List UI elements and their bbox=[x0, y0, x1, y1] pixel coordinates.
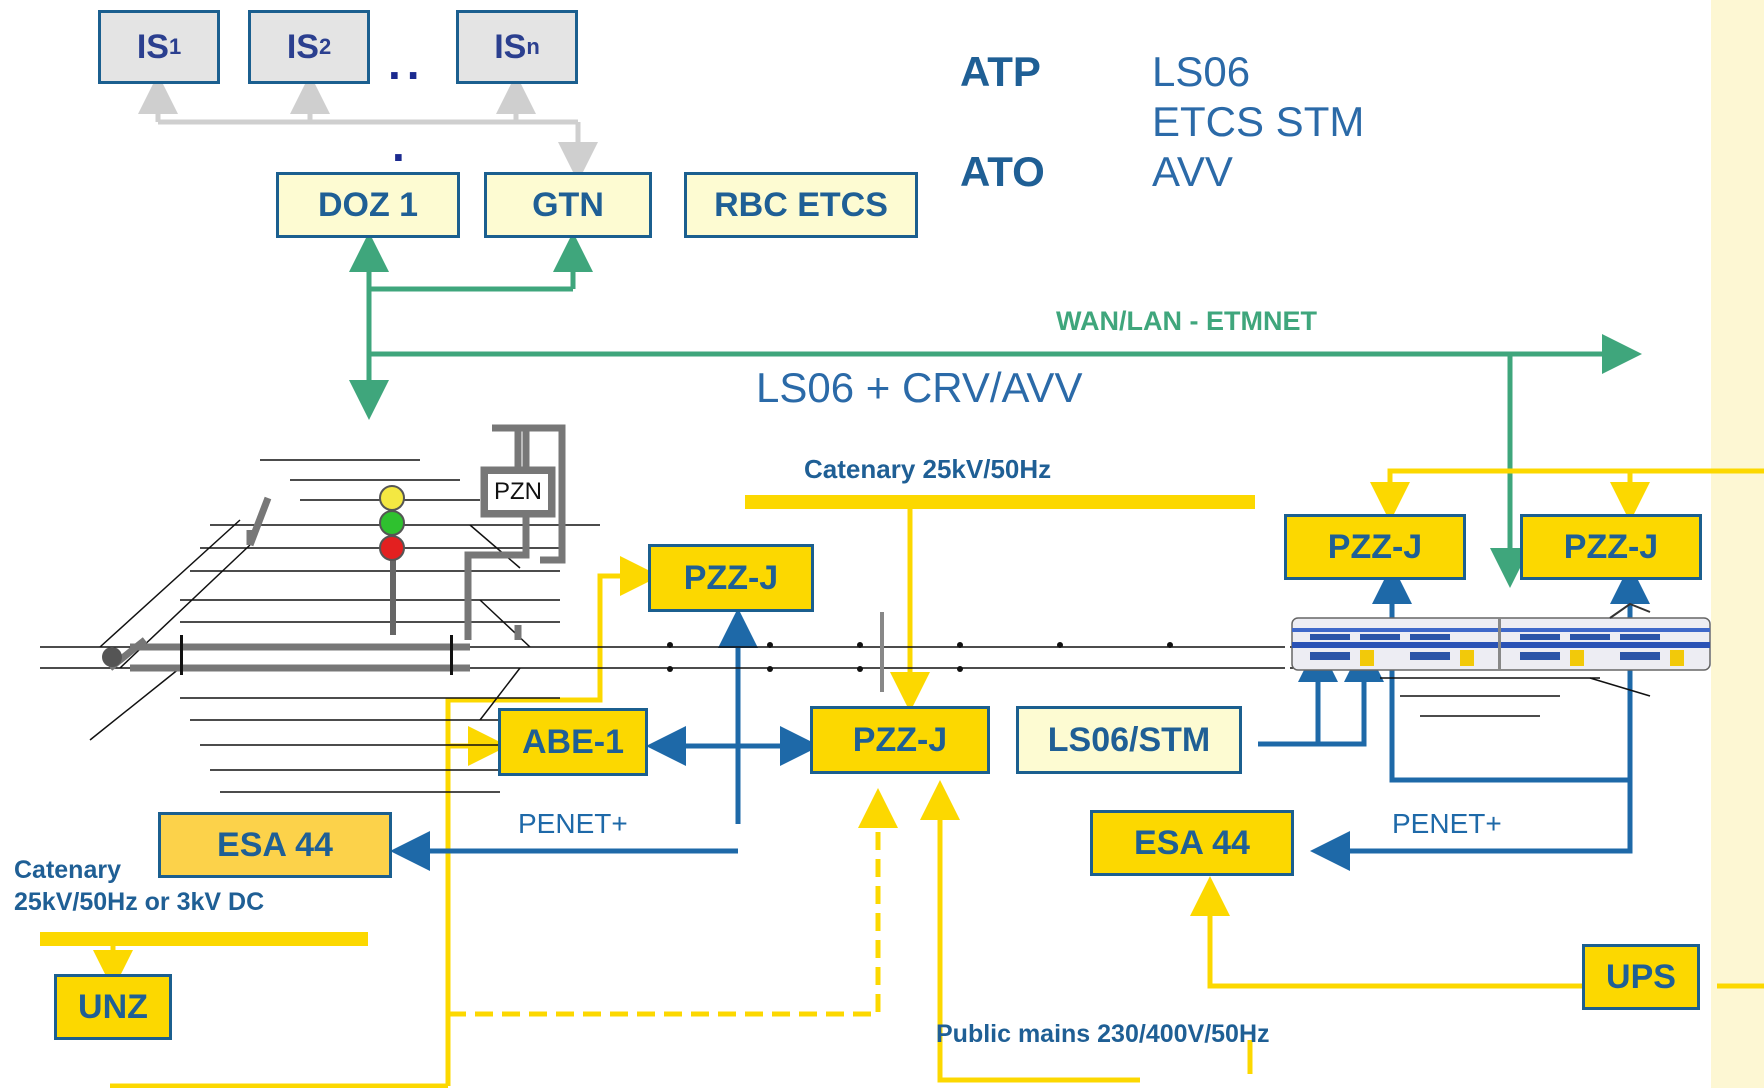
catenary-left-label-2: 25kV/50Hz or 3kV DC bbox=[14, 888, 265, 916]
esa-44-right-box[interactable]: ESA 44 bbox=[1090, 810, 1294, 876]
is-ellipsis-dot: . bbox=[392, 119, 405, 171]
ls06-crv-avv-label: LS06 + CRV/AVV bbox=[756, 364, 1083, 411]
esa-44-left-label: ESA 44 bbox=[217, 825, 333, 864]
is-2-label: IS bbox=[286, 27, 319, 66]
esa-44-left-box[interactable]: ESA 44 bbox=[158, 812, 392, 878]
ups-label: UPS bbox=[1606, 957, 1676, 996]
catenary-left-label-1: Catenary bbox=[14, 856, 121, 884]
doz-1-box[interactable]: DOZ 1 bbox=[276, 172, 460, 238]
doz-1-label: DOZ 1 bbox=[317, 185, 419, 224]
ato-value: AVV bbox=[1152, 148, 1233, 195]
is-links bbox=[138, 74, 598, 182]
pzz-j-left-top-box[interactable]: PZZ-J bbox=[648, 544, 814, 612]
station-turntable bbox=[102, 647, 122, 667]
pzz-j-center-label: PZZ-J bbox=[852, 720, 948, 759]
right-margin-panel bbox=[1711, 0, 1764, 1088]
train-icon bbox=[1291, 602, 1711, 671]
data-lines bbox=[390, 564, 1650, 871]
pzz-j-right-1-box[interactable]: PZZ-J bbox=[1284, 514, 1466, 580]
signal-heads bbox=[180, 612, 884, 692]
pzz-j-center-box[interactable]: PZZ-J bbox=[810, 706, 990, 774]
penet-left-label: PENET+ bbox=[518, 808, 628, 839]
is-1-label: IS bbox=[136, 27, 169, 66]
wan-lan-label: WAN/LAN - ETMNET bbox=[1056, 306, 1317, 336]
traffic-signal-icon bbox=[379, 485, 405, 635]
pzz-j-right-2-box[interactable]: PZZ-J bbox=[1520, 514, 1702, 580]
pzz-j-right-1-label: PZZ-J bbox=[1327, 527, 1423, 566]
atp-key: ATP bbox=[960, 48, 1041, 95]
rbc-etcs-box[interactable]: RBC ETCS bbox=[684, 172, 918, 238]
gtn-box[interactable]: GTN bbox=[484, 172, 652, 238]
ups-box[interactable]: UPS bbox=[1582, 944, 1700, 1010]
unz-box[interactable]: UNZ bbox=[54, 974, 172, 1040]
is-n-sub: n bbox=[526, 34, 540, 59]
catenary-top-label: Catenary 25kV/50Hz bbox=[804, 454, 1052, 484]
ato-key: ATO bbox=[960, 148, 1045, 195]
pzz-j-right-2-label: PZZ-J bbox=[1563, 527, 1659, 566]
abe-1-label: ABE-1 bbox=[521, 722, 625, 761]
pzn-label: PZN bbox=[494, 478, 542, 505]
pzz-j-left-top-label: PZZ-J bbox=[683, 558, 779, 597]
is-2-sub: 2 bbox=[318, 34, 332, 59]
pzn-box[interactable]: PZN bbox=[484, 470, 552, 514]
rbc-etcs-label: RBC ETCS bbox=[714, 185, 888, 224]
power-lines bbox=[40, 468, 1764, 1088]
is-n-label: IS bbox=[494, 27, 527, 66]
green-network bbox=[349, 232, 1642, 588]
unz-label: UNZ bbox=[78, 987, 148, 1026]
esa-44-right-label: ESA 44 bbox=[1134, 823, 1250, 862]
atp-value-2: ETCS STM bbox=[1152, 98, 1365, 145]
atp-value-1: LS06 bbox=[1152, 48, 1251, 95]
ls06-stm-box[interactable]: LS06/STM bbox=[1016, 706, 1242, 774]
abe-1-box[interactable]: ABE-1 bbox=[498, 708, 648, 776]
gtn-label: GTN bbox=[532, 185, 604, 224]
ls06-stm-label: LS06/STM bbox=[1047, 720, 1211, 759]
public-mains-label: Public mains 230/400V/50Hz bbox=[936, 1020, 1270, 1048]
track-ticks bbox=[667, 642, 1173, 672]
is-1-sub: 1 bbox=[168, 34, 182, 59]
is-ellipsis: .. bbox=[388, 37, 426, 89]
penet-right-label: PENET+ bbox=[1392, 808, 1502, 839]
